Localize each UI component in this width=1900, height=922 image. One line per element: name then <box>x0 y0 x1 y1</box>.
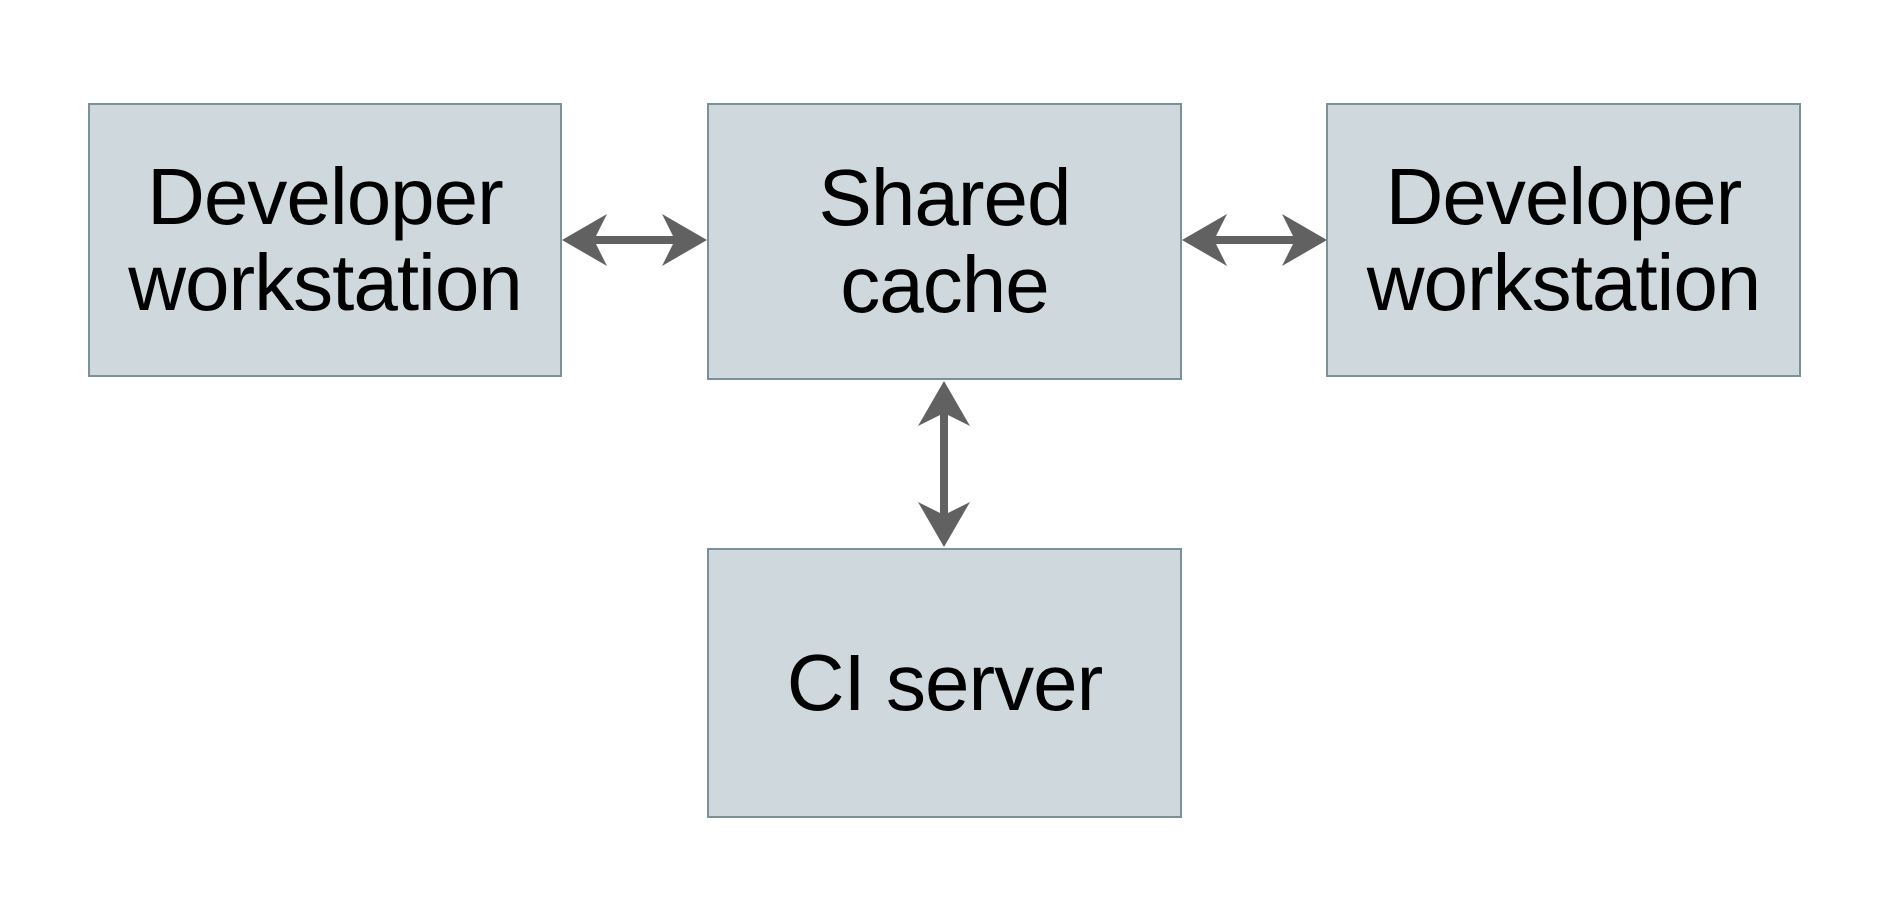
arrow-sharedcache-ciserver <box>918 381 970 547</box>
arrow-sharedcache-devright <box>1182 214 1327 266</box>
arrowhead-left-icon <box>1182 214 1227 266</box>
node-ci-server: CI server <box>707 548 1182 818</box>
node-label: Developer workstation <box>128 151 523 327</box>
arrowhead-up-icon <box>918 381 970 426</box>
arrowhead-right-icon <box>662 214 707 266</box>
node-label: Developer workstation <box>1366 151 1762 327</box>
arrowhead-left-icon <box>562 214 607 266</box>
node-label: CI server <box>786 637 1103 727</box>
arrowhead-right-icon <box>1282 214 1327 266</box>
arrowhead-down-icon <box>918 502 970 547</box>
node-developer-workstation-right: Developer workstation <box>1326 103 1801 377</box>
node-label: Shared cache <box>818 153 1072 329</box>
arrow-devleft-sharedcache <box>562 214 707 266</box>
node-developer-workstation-left: Developer workstation <box>88 103 562 377</box>
node-shared-cache: Shared cache <box>707 103 1182 380</box>
